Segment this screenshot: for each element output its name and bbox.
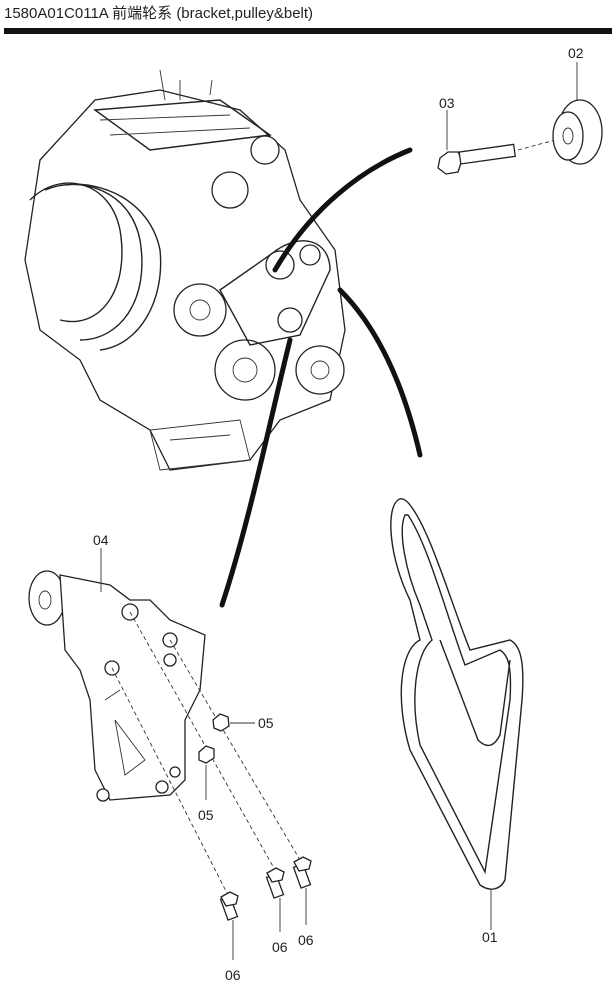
- nut-lower-part: [198, 745, 215, 764]
- diagram-title: 1580A01C011A 前端轮系 (bracket,pulley&belt): [4, 5, 314, 22]
- callout-02: 02: [568, 45, 584, 61]
- bolt-left-part: [219, 891, 239, 921]
- callout-04: 04: [93, 532, 109, 548]
- callout-06-middle: 06: [272, 939, 288, 955]
- bolt-middle-part: [265, 867, 285, 899]
- title-divider: [4, 28, 612, 34]
- nut-upper-part: [212, 713, 230, 732]
- tensioner-bracket-part: [28, 570, 206, 802]
- pulley-bolt-part: [437, 143, 517, 175]
- callout-05-upper: 05: [258, 715, 274, 731]
- callout-01: 01: [482, 929, 498, 945]
- callout-06-right: 06: [298, 932, 314, 948]
- callout-05-lower: 05: [198, 807, 214, 823]
- engine-illustration: [24, 69, 346, 471]
- drive-belt-part: [390, 498, 524, 890]
- idler-pulley-part: [552, 99, 603, 165]
- arrow-to-pulley: [272, 147, 413, 273]
- arrow-to-bracket: [219, 337, 293, 608]
- arrow-to-belt: [337, 287, 423, 458]
- callout-06-left: 06: [225, 967, 241, 983]
- callout-03: 03: [439, 95, 455, 111]
- bolt-right-part: [292, 856, 312, 889]
